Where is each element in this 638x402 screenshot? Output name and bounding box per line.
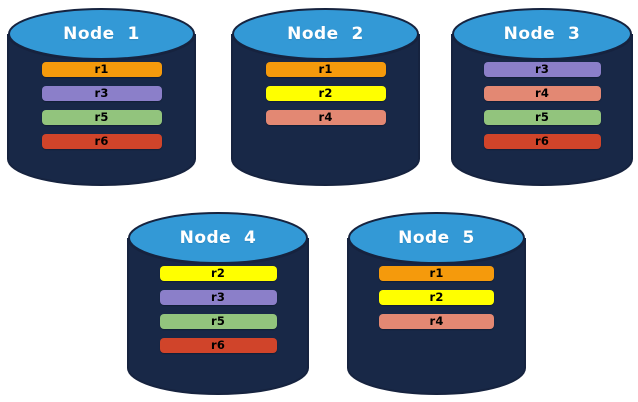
record-label: r1 (318, 61, 333, 76)
record-bar-r4[interactable]: r4 (265, 109, 386, 125)
record-bar-r1[interactable]: r1 (41, 61, 162, 77)
record-list: r2 r3 r5 r6 (128, 266, 308, 353)
record-bar-r2[interactable]: r2 (159, 265, 277, 281)
record-bar-r4[interactable]: r4 (379, 314, 494, 329)
record-bar-r1[interactable]: r1 (265, 61, 386, 77)
cylinder-top-cap (348, 212, 525, 264)
record-label: r1 (94, 61, 109, 76)
record-label: r6 (534, 133, 550, 148)
record-bar-r6[interactable]: r6 (159, 337, 277, 353)
record-list: r1 r2 r4 (232, 62, 419, 125)
record-label: r2 (429, 289, 444, 304)
record-bar-r5[interactable]: r5 (41, 109, 162, 125)
record-label: r3 (534, 61, 550, 76)
record-label: r6 (210, 337, 226, 352)
record-label: r5 (94, 109, 109, 124)
record-label: r1 (429, 265, 444, 280)
cylinder-top-cap (128, 212, 308, 264)
record-bar-r1[interactable]: r1 (379, 266, 494, 281)
record-label: r4 (429, 313, 444, 328)
cylinder-top-cap (232, 8, 419, 60)
cylinder-top-cap (8, 8, 195, 60)
record-list: r3 r4 r5 r6 (452, 62, 632, 149)
record-label: r6 (94, 133, 109, 148)
record-label: r3 (210, 289, 226, 304)
record-list: r1 r2 r4 (348, 266, 525, 329)
record-label: r5 (210, 313, 226, 328)
record-bar-r2[interactable]: r2 (379, 290, 494, 305)
record-list: r1 r3 r5 r6 (8, 62, 195, 149)
record-bar-r6[interactable]: r6 (483, 133, 601, 149)
record-label: r3 (94, 85, 109, 100)
record-bar-r3[interactable]: r3 (159, 289, 277, 305)
record-label: r2 (318, 85, 333, 100)
record-bar-r3[interactable]: r3 (483, 61, 601, 77)
record-label: r5 (534, 109, 550, 124)
cylinder-top-cap (452, 8, 632, 60)
record-label: r4 (534, 85, 550, 100)
record-bar-r2[interactable]: r2 (265, 85, 386, 101)
record-bar-r5[interactable]: r5 (159, 313, 277, 329)
record-bar-r6[interactable]: r6 (41, 133, 162, 149)
record-label: r2 (210, 265, 226, 280)
record-bar-r4[interactable]: r4 (483, 85, 601, 101)
record-label: r4 (318, 109, 333, 124)
record-bar-r5[interactable]: r5 (483, 109, 601, 125)
record-bar-r3[interactable]: r3 (41, 85, 162, 101)
